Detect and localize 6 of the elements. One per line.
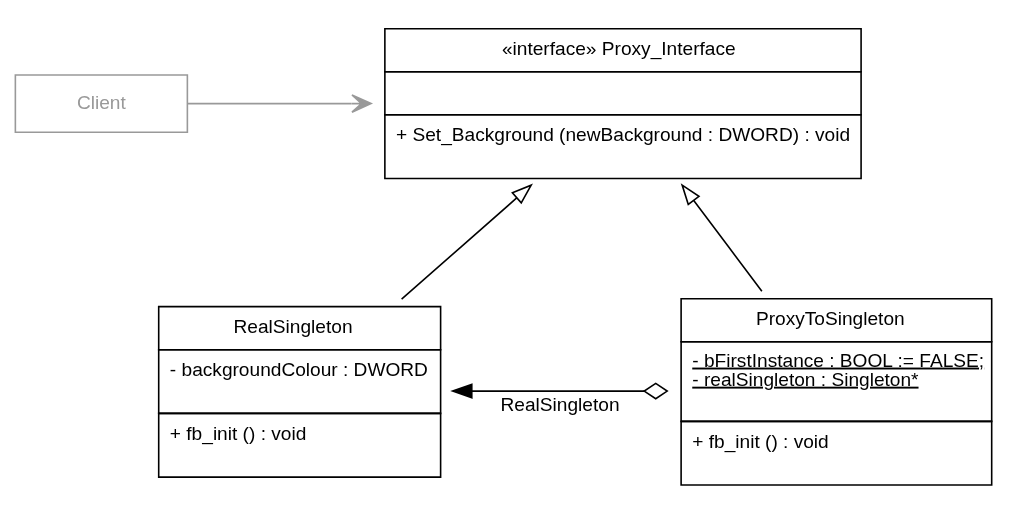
node-box: Client xyxy=(14,74,189,134)
arrow xyxy=(680,183,763,293)
arrow xyxy=(400,183,533,300)
arrow xyxy=(187,94,372,113)
arrow xyxy=(450,382,669,400)
edge-label: RealSingleton xyxy=(500,394,620,416)
